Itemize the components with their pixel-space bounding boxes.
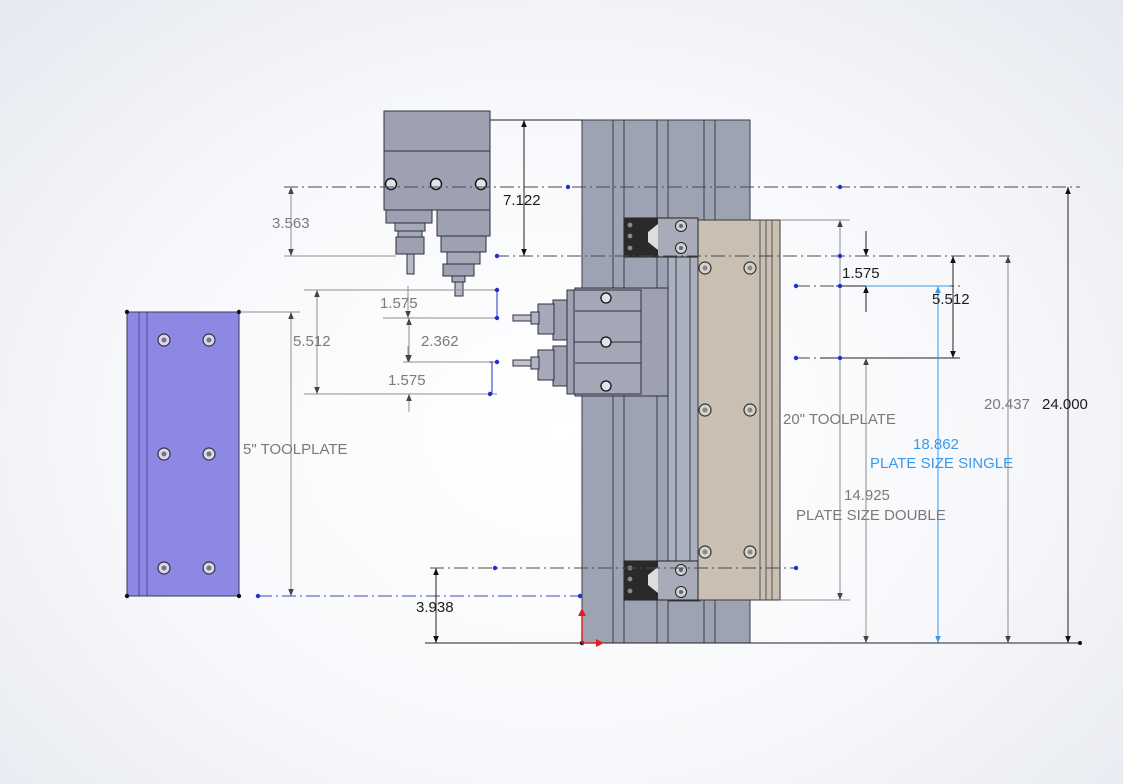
dim-1575-top-right: 1.575: [842, 265, 880, 282]
carriage-rails: [667, 255, 701, 602]
dim-3938: 3.938: [416, 599, 454, 616]
dim-1575-left-upper: 1.575: [380, 295, 418, 312]
side-spindle: [512, 287, 669, 397]
dim-5512-left: 5.512: [293, 333, 331, 350]
spindle-head: [383, 110, 491, 297]
dimension-labels: 7.122 3.563 1.575 5.512 1.575 5.512 2.36…: [243, 192, 1088, 616]
label-5in-toolplate: 5" TOOLPLATE: [243, 441, 348, 458]
dim-20437: 20.437: [984, 396, 1030, 413]
label-20in-toolplate: 20" TOOLPLATE: [783, 411, 896, 428]
dim-7122: 7.122: [503, 192, 541, 209]
label-plate-size-single: PLATE SIZE SINGLE: [870, 455, 1013, 472]
dim-1575-left-lower: 1.575: [388, 372, 426, 389]
origin-triad: [578, 608, 604, 647]
dim-18862: 18.862: [913, 436, 959, 453]
toolplate-20in: [697, 219, 781, 601]
dim-2362: 2.362: [421, 333, 459, 350]
bearing-block-bottom: [623, 560, 699, 601]
toolplate-5in: [124, 309, 242, 599]
label-plate-size-double: PLATE SIZE DOUBLE: [796, 507, 946, 524]
dim-24000: 24.000: [1042, 396, 1088, 413]
bearing-block-top: [623, 217, 699, 258]
dim-3563: 3.563: [272, 215, 310, 232]
dim-14925: 14.925: [844, 487, 890, 504]
dim-5512-right: 5.512: [932, 291, 970, 308]
dimension-lines: [240, 119, 1080, 644]
reference-points: [255, 184, 1082, 646]
